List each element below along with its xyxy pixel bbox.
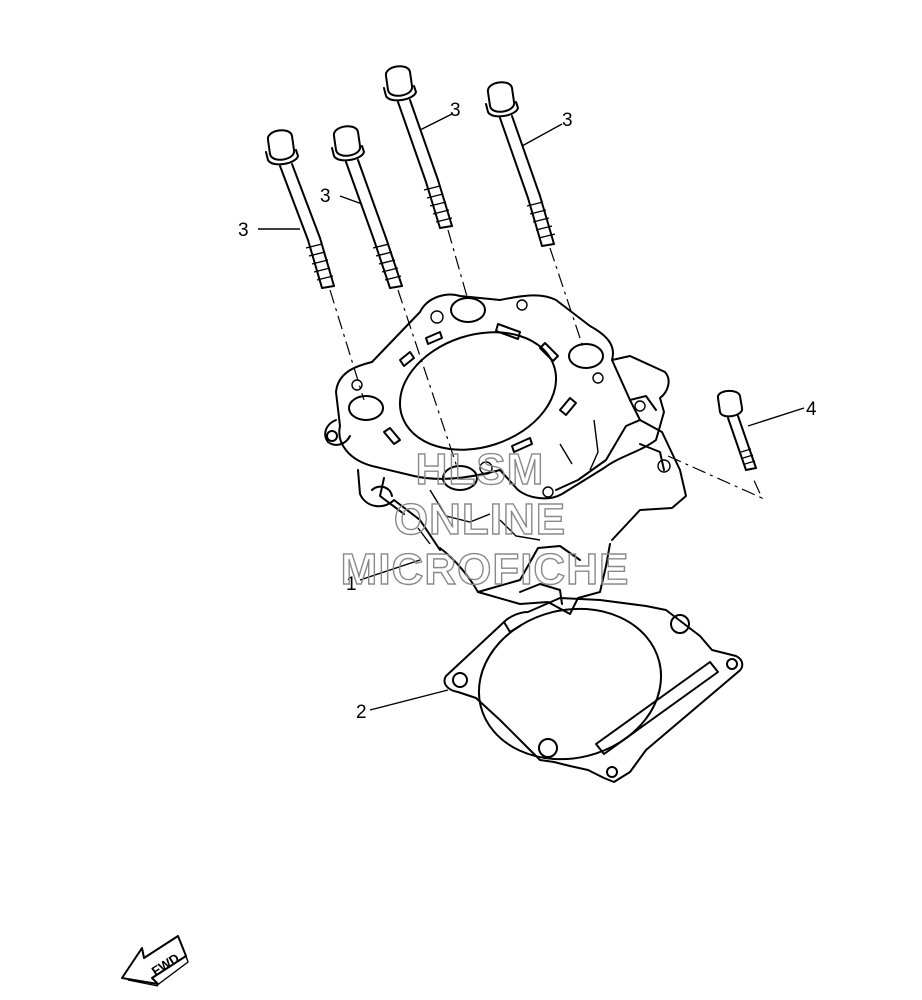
- callout-bolt: 3: [562, 110, 573, 131]
- callout-cylinder: 1: [346, 574, 357, 595]
- leader-lines: [258, 113, 805, 711]
- cylinder-bolt[interactable]: [331, 125, 403, 289]
- side-bolt[interactable]: [717, 390, 757, 471]
- forward-arrow-icon: FWD: [121, 935, 189, 987]
- callout-bolt: 3: [320, 186, 331, 207]
- watermark-line-3: MICROFICHE: [341, 545, 630, 594]
- cylinder-bolt[interactable]: [383, 65, 453, 229]
- callout-side-bolt: 4: [806, 399, 817, 420]
- callout-bolt: 3: [238, 220, 249, 241]
- watermark-line-1: HLSM: [416, 445, 545, 494]
- watermark: HLSM ONLINE MICROFICHE: [340, 444, 630, 594]
- cylinder-bolt[interactable]: [485, 81, 556, 247]
- watermark-line-2: ONLINE: [394, 495, 566, 544]
- cylinder-block[interactable]: [324, 293, 687, 615]
- side-bolt-center-line: [667, 455, 764, 500]
- fwd-label: FWD: [149, 950, 182, 978]
- cylinder-gasket[interactable]: [443, 590, 744, 783]
- cylinder-bolt[interactable]: [265, 129, 335, 289]
- callout-gasket: 2: [356, 702, 367, 723]
- callout-bolt: 3: [450, 100, 461, 121]
- bolt-center-lines: [329, 229, 585, 471]
